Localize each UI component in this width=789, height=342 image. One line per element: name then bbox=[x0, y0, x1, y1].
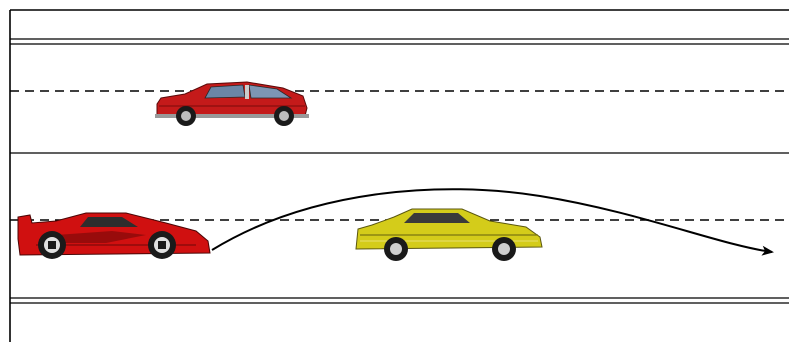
road-edge-top bbox=[10, 39, 789, 44]
tire bbox=[38, 231, 66, 259]
tire bbox=[148, 231, 176, 259]
tire bbox=[492, 237, 516, 261]
tire bbox=[176, 106, 196, 126]
tire bbox=[384, 237, 408, 261]
road-frame bbox=[10, 10, 789, 342]
tire bbox=[274, 106, 294, 126]
yellow-coupe bbox=[356, 209, 542, 261]
red-hatchback bbox=[155, 82, 309, 126]
road-edge-bottom bbox=[10, 298, 789, 303]
